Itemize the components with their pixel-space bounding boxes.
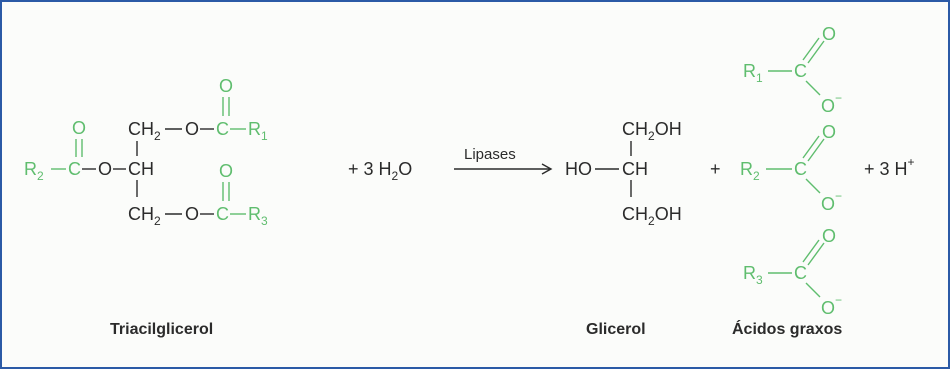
tag-r1: R1: [248, 119, 268, 143]
tag-o-left-ester: O: [98, 159, 112, 179]
tag-ch2-bottom: CH2: [128, 204, 161, 228]
glycerol-ho: HO: [565, 159, 592, 179]
tag-r2: R2: [24, 159, 44, 183]
fatty-acid-3: O R3 C O−: [743, 226, 842, 318]
tag-c-left: C: [68, 159, 81, 179]
plus-sign: +: [710, 159, 721, 179]
fa2-o-minus: O−: [821, 189, 842, 214]
fa3-r: R3: [743, 263, 763, 287]
fatty-acids: O R1 C O− O R2 C O− O R3 C: [732, 24, 842, 338]
fatty-acids-label: Ácidos graxos: [732, 319, 842, 338]
reaction-arrow: Lipases: [454, 146, 553, 175]
fatty-acid-1: O R1 C O−: [743, 24, 842, 116]
tag-c-bottom: C: [216, 204, 229, 224]
glycerol-ch2oh-bottom: CH2OH: [622, 204, 682, 228]
fa2-c: C: [794, 159, 807, 179]
glycerol-label: Glicerol: [586, 321, 646, 338]
tag-o-left-carbonyl: O: [72, 118, 86, 138]
fa2-r: R2: [740, 159, 760, 183]
fatty-acid-2: O R2 C O−: [740, 122, 842, 214]
fa3-c: C: [794, 263, 807, 283]
fa3-o-minus: O−: [821, 293, 842, 318]
fa3-o-carbonyl: O: [822, 226, 836, 246]
triacylglycerol-label: Triacilglicerol: [110, 321, 213, 338]
fa1-o-carbonyl: O: [822, 24, 836, 44]
proton-term: + 3 H+: [864, 155, 915, 179]
glycerol-ch2oh-top: CH2OH: [622, 119, 682, 143]
tag-o-top-ester: O: [185, 119, 199, 139]
glycerol-molecule: CH2OH HO CH CH2OH Glicerol: [565, 119, 682, 338]
water-term: + 3 H2O: [348, 159, 412, 183]
enzyme-label: Lipases: [464, 146, 516, 163]
fa1-o-minus: O−: [821, 91, 842, 116]
fa2-o-carbonyl: O: [822, 122, 836, 142]
tag-o-top-carbonyl: O: [219, 76, 233, 96]
tag-r3: R3: [248, 204, 268, 228]
tag-o-bottom-carbonyl: O: [219, 161, 233, 181]
tag-c-top: C: [216, 119, 229, 139]
tag-ch2-top: CH2: [128, 119, 161, 143]
tag-ch: CH: [128, 159, 154, 179]
fa1-r: R1: [743, 61, 763, 85]
glycerol-ch: CH: [622, 159, 648, 179]
fa1-c: C: [794, 61, 807, 81]
triacylglycerol-molecule: R2 C O O CH CH2 CH2 O C O R1 O C O R3: [24, 76, 268, 338]
tag-o-bottom-ester: O: [185, 204, 199, 224]
